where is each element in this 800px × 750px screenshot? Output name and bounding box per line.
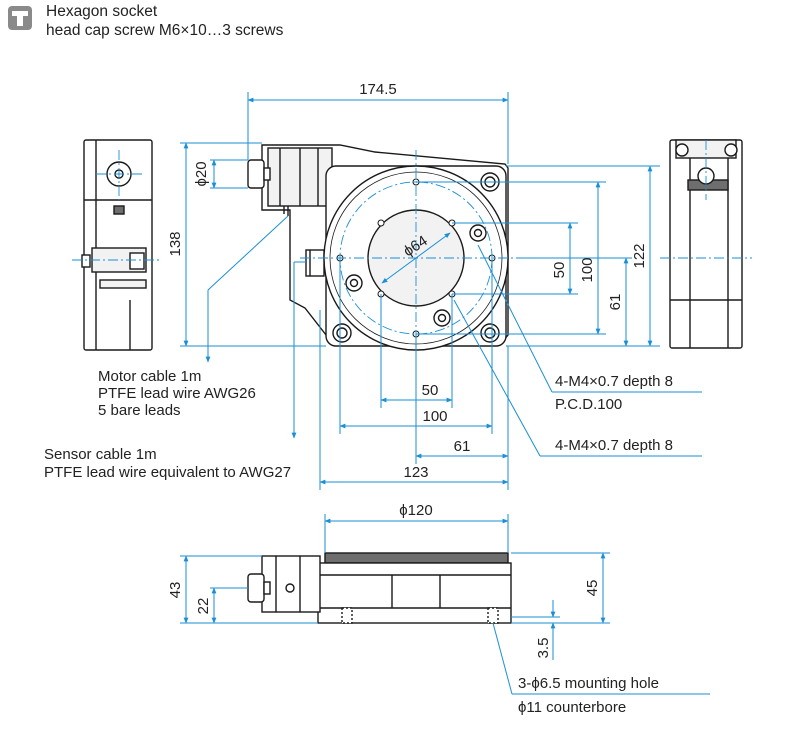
tap-pcd-note-2: P.C.D.100	[555, 396, 622, 413]
right-side-view	[669, 139, 743, 349]
legend-text: Hexagon socket head cap screw M6×10…3 sc…	[46, 2, 283, 40]
right-view-centerlines	[660, 140, 752, 259]
motor-cable-note-1: Motor cable 1m	[98, 368, 201, 385]
front-view	[247, 552, 512, 624]
dim-50-horizontal: 50	[422, 382, 439, 399]
sensor-cable-note-1: Sensor cable 1m	[44, 446, 157, 463]
mount-hole-note-2: ϕ11 counterbore	[518, 699, 626, 716]
legend-line-2: head cap screw M6×10…3 screws	[46, 22, 284, 39]
dimension-labels: 174.5 ϕ20 138 ϕ64 50 100 122 61 50 100 6…	[167, 81, 648, 658]
dim-138: 138	[167, 231, 184, 256]
dim-45: 45	[584, 580, 601, 597]
dim-phi20: ϕ20	[193, 161, 210, 186]
hex-socket-screw-icon	[8, 6, 32, 30]
dim-123: 123	[403, 464, 428, 481]
notes: Motor cable 1m PTFE lead wire AWG26 5 ba…	[44, 368, 673, 716]
dim-100-vertical: 100	[579, 257, 596, 282]
tap-pcd-note-1: 4-M4×0.7 depth 8	[555, 373, 673, 390]
top-view	[247, 144, 509, 351]
dim-174-5: 174.5	[359, 81, 397, 98]
left-side-view	[81, 139, 153, 351]
dim-50-vertical: 50	[551, 262, 568, 279]
dim-43: 43	[167, 582, 184, 599]
mount-hole-note-1: 3-ϕ6.5 mounting hole	[518, 675, 659, 692]
sensor-cable-note-2: PTFE lead wire equivalent to AWG27	[44, 464, 291, 481]
dim-3-5: 3.5	[535, 638, 552, 659]
motor-cable-note-3: 5 bare leads	[98, 402, 181, 419]
dimension-lines	[180, 92, 710, 695]
dim-61-horizontal: 61	[454, 438, 471, 455]
dim-122: 122	[631, 243, 648, 268]
legend-line-1: Hexagon socket	[46, 3, 158, 20]
legend: Hexagon socket head cap screw M6×10…3 sc…	[8, 2, 348, 42]
dim-100-horizontal: 100	[422, 408, 447, 425]
tap-note-2: 4-M4×0.7 depth 8	[555, 437, 673, 454]
left-view-centerlines	[72, 150, 162, 261]
motor-cable-note-2: PTFE lead wire AWG26	[98, 385, 256, 402]
dim-61-vertical: 61	[607, 294, 624, 311]
dim-phi120: ϕ120	[399, 502, 432, 519]
dim-22: 22	[195, 598, 212, 615]
